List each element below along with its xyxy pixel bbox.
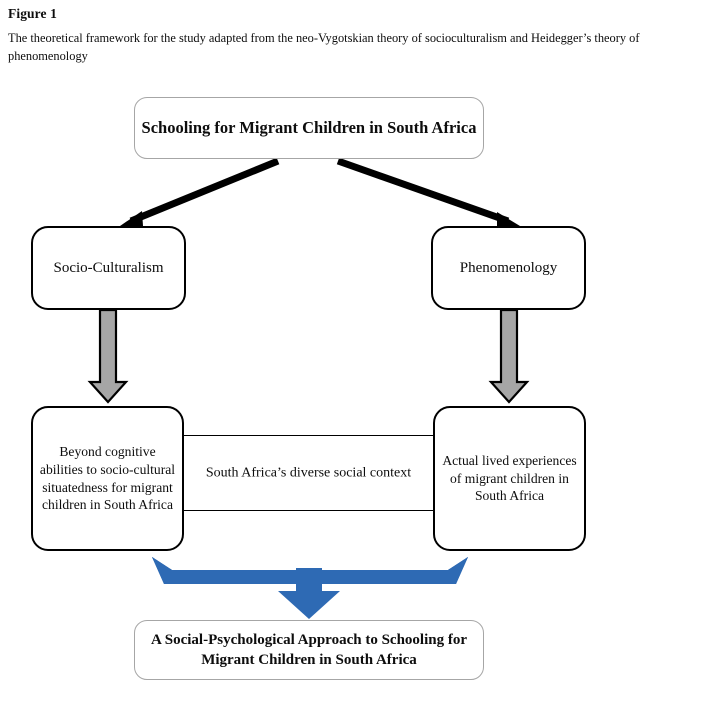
node-beyond-cognitive-abilities: Beyond cognitive abilities to socio-cult… xyxy=(31,406,184,551)
bridge-line-bottom xyxy=(184,510,433,511)
node-actual-lived-experiences: Actual lived experiences of migrant chil… xyxy=(433,406,586,551)
node-actual-lived-experiences-label: Actual lived experiences of migrant chil… xyxy=(442,452,577,504)
arrow-top-to-phenomenology xyxy=(336,157,520,226)
bridge-line-top xyxy=(184,435,433,436)
node-socio-culturalism: Socio-Culturalism xyxy=(31,226,186,310)
bridge-connector: South Africa’s diverse social context xyxy=(184,435,433,511)
arrow-merge-to-bottom xyxy=(152,557,468,619)
arrow-phenomenology-down xyxy=(488,308,530,404)
arrow-socio-culturalism-down xyxy=(87,308,129,404)
node-schooling-for-migrant-children: Schooling for Migrant Children in South … xyxy=(134,97,484,159)
node-phenomenology-label: Phenomenology xyxy=(459,259,558,276)
node-social-psychological-approach: A Social-Psychological Approach to Schoo… xyxy=(134,620,484,680)
node-social-psychological-approach-label: A Social-Psychological Approach to Schoo… xyxy=(151,631,467,668)
node-phenomenology: Phenomenology xyxy=(431,226,586,310)
bridge-label: South Africa’s diverse social context xyxy=(205,465,412,481)
figure-caption: The theoretical framework for the study … xyxy=(8,31,640,63)
figure-label: Figure 1 xyxy=(8,6,57,21)
arrow-top-to-socio-culturalism xyxy=(120,157,280,226)
node-schooling-for-migrant-children-label: Schooling for Migrant Children in South … xyxy=(141,118,477,137)
node-socio-culturalism-label: Socio-Culturalism xyxy=(53,259,164,276)
node-beyond-cognitive-abilities-label: Beyond cognitive abilities to socio-cult… xyxy=(39,443,176,513)
